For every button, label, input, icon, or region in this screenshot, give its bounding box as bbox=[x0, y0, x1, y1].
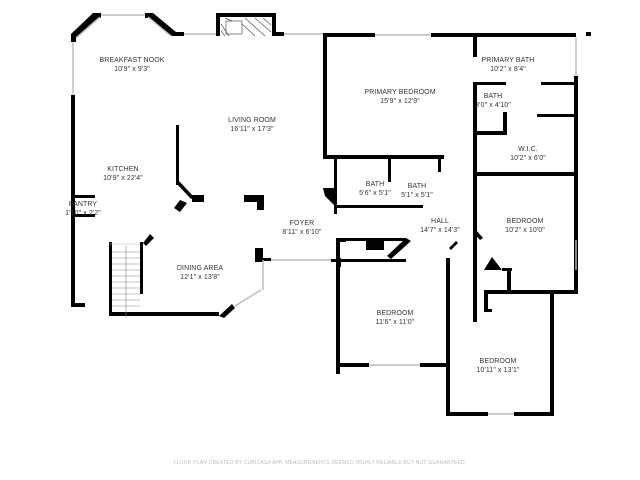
staircase bbox=[109, 243, 140, 318]
disclaimer-footer: FLOOR PLAN CREATED BY CUBICASA APP. MEAS… bbox=[173, 460, 467, 466]
windows bbox=[72, 14, 577, 415]
fireplace bbox=[220, 17, 272, 37]
walls bbox=[71, 13, 591, 416]
room-label-wic: W.I.C.10'2" x 6'0" bbox=[510, 146, 546, 162]
